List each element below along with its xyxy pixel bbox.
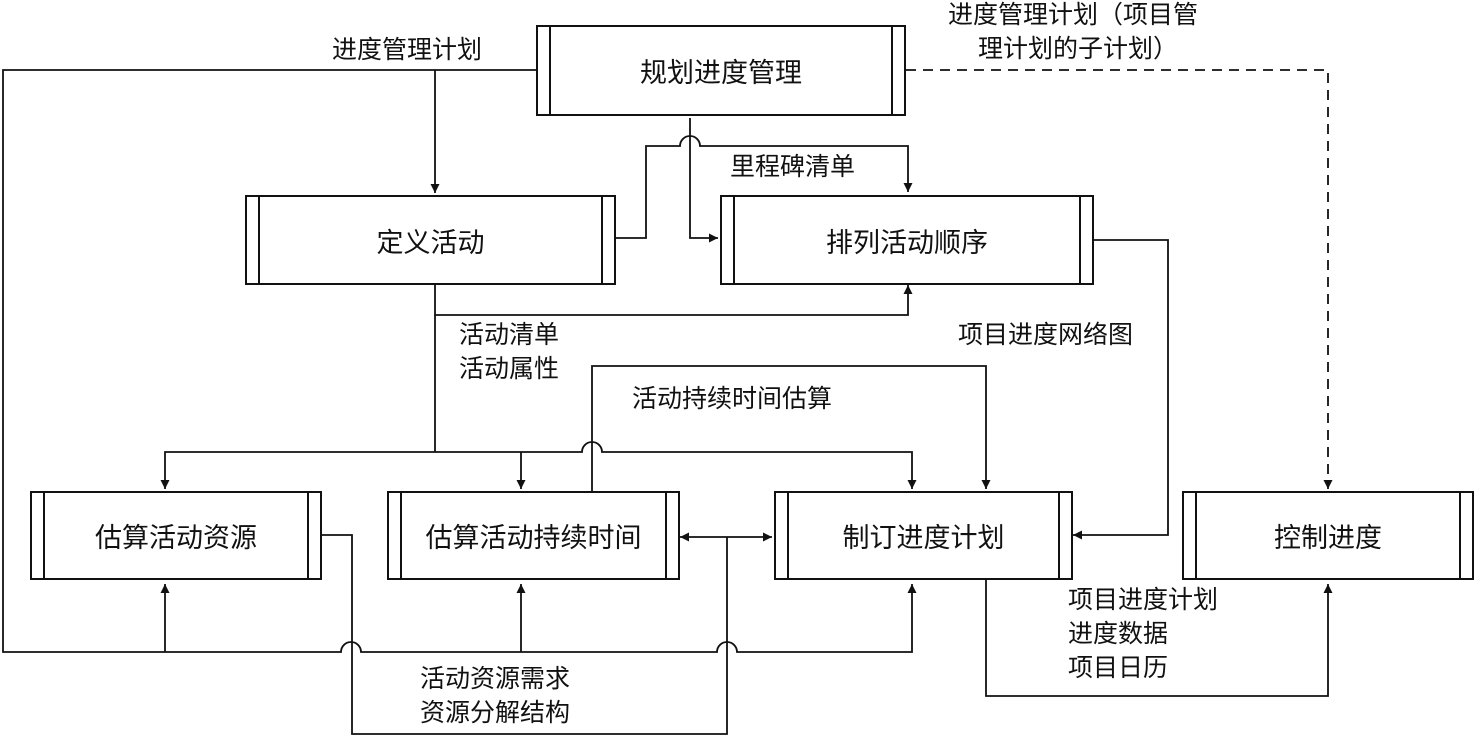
arrow-network-diagram <box>1073 239 1169 540</box>
label-schedule-mgmt-plan: 进度管理计划 <box>332 35 483 64</box>
process-estimate-durations: 估算活动持续时间 <box>387 491 680 580</box>
arrow-define-milestones <box>616 135 913 239</box>
label-line: 项目进度计划 <box>1068 585 1219 614</box>
label-line: 进度数据 <box>1068 619 1169 648</box>
label-line: 资源分解结构 <box>420 698 571 727</box>
process-plan-schedule-mgmt: 规划进度管理 <box>536 25 906 116</box>
label-activity-outputs: 活动清单 活动属性 <box>459 318 559 386</box>
arrow-develop-to-control <box>985 580 1333 697</box>
label-milestone-list: 里程碑清单 <box>730 152 856 181</box>
process-develop-schedule: 制订进度计划 <box>774 491 1073 580</box>
label-schedule-outputs: 项目进度计划 进度数据 项目日历 <box>1068 583 1218 685</box>
label-line: 活动属性 <box>459 354 560 383</box>
process-control-schedule: 控制进度 <box>1182 491 1474 580</box>
arrow-plan-to-control-dashed <box>906 69 1333 489</box>
label-resource-outputs: 活动资源需求 资源分解结构 <box>420 662 570 730</box>
process-sequence-activities: 排列活动顺序 <box>720 195 1094 285</box>
arrow-plan-to-sequence <box>689 118 718 243</box>
arrow-duration-estimates <box>591 365 991 491</box>
line-resource-outputs <box>322 534 728 735</box>
label-duration-estimates: 活动持续时间估算 <box>632 384 833 413</box>
arrow-define-to-sequence <box>434 285 913 316</box>
label-schedule-mgmt-plan-sub: 进度管理计划（项目管 理计划的子计划） <box>948 0 1198 66</box>
label-line: 项目日历 <box>1068 653 1169 682</box>
line-plan-left-bus <box>2 69 917 653</box>
process-estimate-resources: 估算活动资源 <box>30 491 322 580</box>
label-line: 活动清单 <box>459 320 560 349</box>
arrow-to-resources <box>160 451 435 489</box>
label-network-diagram: 项目进度网络图 <box>958 320 1134 349</box>
label-line: 理计划的子计划） <box>978 34 1179 63</box>
line-to-durations-bus <box>435 441 917 489</box>
label-line: 进度管理计划（项目管 <box>948 0 1199 29</box>
label-line: 活动资源需求 <box>420 664 571 693</box>
process-define-activities: 定义活动 <box>245 195 616 285</box>
